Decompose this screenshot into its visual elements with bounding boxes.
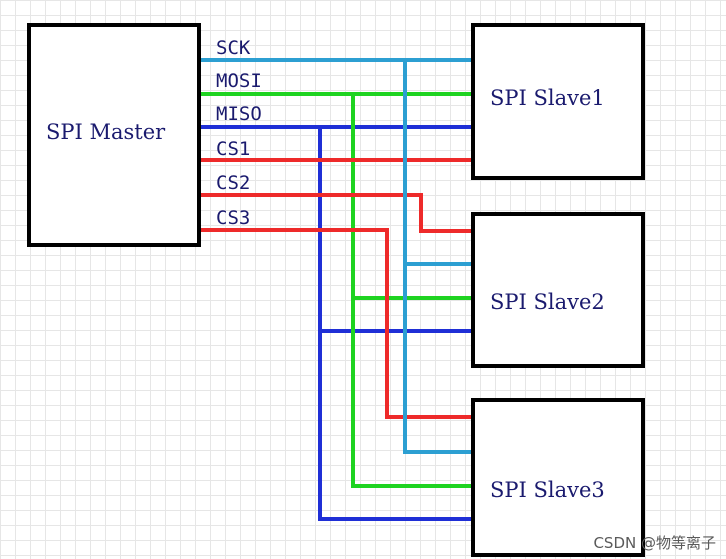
signal-label-cs1: CS1 [216, 138, 250, 160]
csdn-watermark: CSDN @物等离子 [593, 534, 716, 552]
sck-wire-to-slave3 [403, 264, 473, 454]
miso-wire-to-slave3 [318, 331, 473, 521]
cs2-wire [199, 193, 473, 233]
signal-label-cs2: CS2 [216, 172, 250, 194]
spi-slave3-box [471, 398, 645, 557]
spi-slave2-label: SPI Slave2 [490, 290, 605, 314]
signal-label-cs3: CS3 [216, 207, 250, 229]
spi-slave1-box [471, 23, 645, 180]
mosi-wire-to-slave3 [351, 298, 473, 488]
spi-master-box [27, 23, 201, 247]
spi-slave1-label: SPI Slave1 [490, 86, 605, 110]
signal-label-sck: SCK [216, 37, 251, 59]
signal-label-mosi: MOSI [216, 70, 262, 92]
signal-label-miso: MISO [216, 103, 262, 125]
spi-slave2-box [471, 212, 645, 368]
spi-master-label: SPI Master [46, 120, 166, 144]
cs-wires [199, 158, 473, 419]
cs3-wire [199, 228, 473, 419]
sck-wires [199, 58, 473, 454]
spi-slave3-label: SPI Slave3 [490, 478, 605, 502]
